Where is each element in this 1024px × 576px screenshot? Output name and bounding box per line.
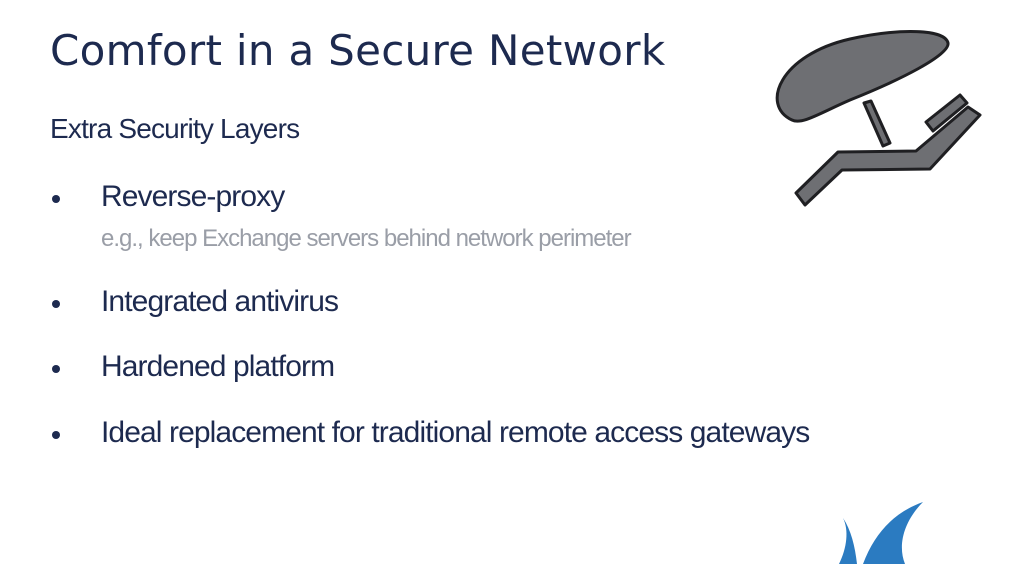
slide-subtitle: Extra Security Layers	[50, 113, 300, 144]
bullet-text: Hardened platform	[101, 350, 335, 383]
bullet-dot	[52, 300, 60, 308]
bullet-text: Integrated antivirus	[101, 285, 339, 318]
bullet-dot	[52, 431, 60, 439]
bullet-dot	[52, 365, 60, 373]
bullet-text: Ideal replacement for traditional remote…	[101, 416, 810, 449]
bullet-dot	[52, 195, 60, 203]
beach-umbrella-lounge-chair-icon	[760, 25, 990, 220]
slide-title: Comfort in a Secure Network	[50, 26, 666, 75]
bullet-sub-note: e.g., keep Exchange servers behind netwo…	[101, 225, 632, 252]
bullet-text: Reverse-proxy	[101, 180, 285, 213]
shark-fin-logo-icon	[833, 500, 925, 571]
